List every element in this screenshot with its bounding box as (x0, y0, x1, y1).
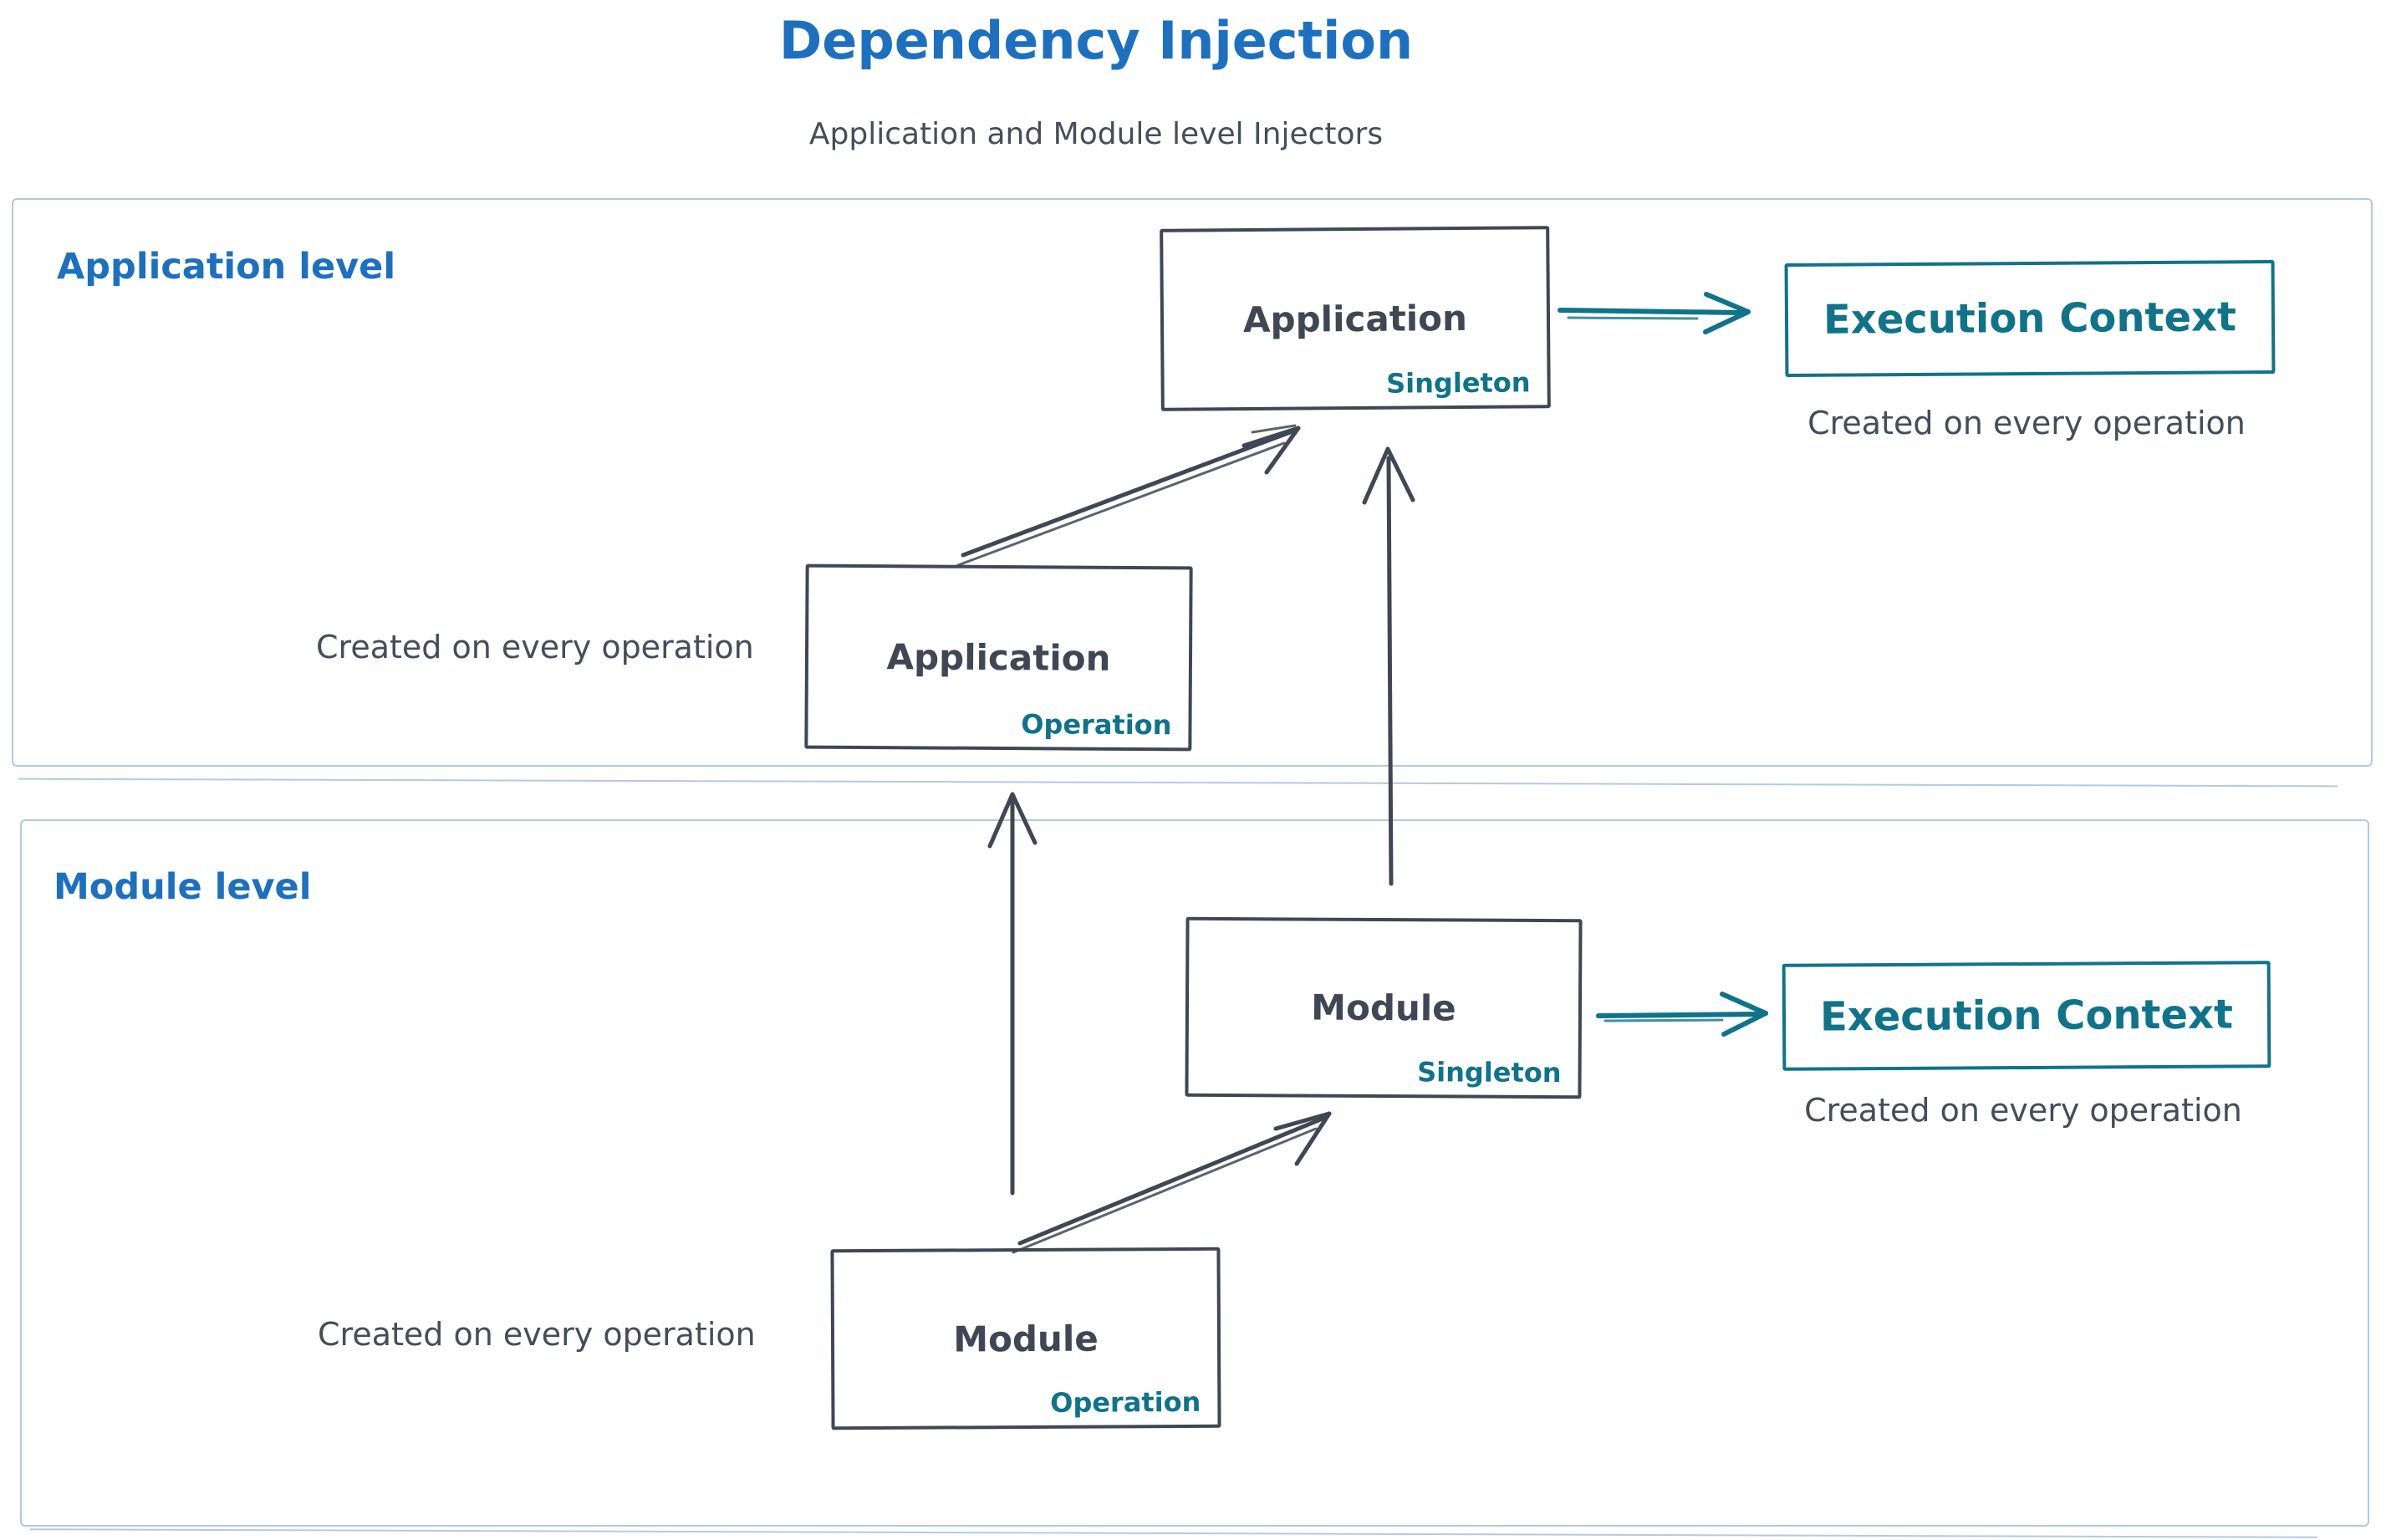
arrow-module-operation-to-module-singleton (1012, 1111, 1332, 1254)
arrow-head-stroke (1704, 292, 1751, 314)
arrow-module-singleton-to-execution-context (1596, 992, 1768, 1037)
arrow-shaft (1017, 1116, 1325, 1246)
arrow-application-operation-to-application-singleton (956, 424, 1301, 567)
arrow-module-singleton-to-application-singleton (1362, 446, 1415, 886)
arrow-head-stroke (1264, 426, 1301, 475)
section-label-module-level: Module level (54, 866, 312, 908)
arrow-head-stroke (987, 792, 1015, 849)
arrow-shaft (961, 429, 1295, 558)
arrow-head-stroke (1241, 426, 1301, 448)
page-subtitle: Application and Module level Injectors (808, 117, 1384, 151)
arrow-head-stroke (1720, 992, 1768, 1016)
arrow-head-stroke (1385, 446, 1415, 502)
arrow-head-stroke (1362, 446, 1390, 505)
arrow-shaft (1596, 1012, 1761, 1018)
arrow-head-stroke (1273, 1111, 1332, 1131)
application-operation-caption: Created on every operation (316, 629, 754, 665)
arrow-head-stroke (1294, 1111, 1332, 1166)
application-execution-context-caption: Created on every operation (1807, 405, 2246, 441)
arrow-shaft (1386, 456, 1394, 886)
arrow-shaft-sketch (1567, 316, 1699, 320)
arrow-head-stroke (1721, 1011, 1768, 1037)
section-module-level (20, 819, 2369, 1527)
page-title: Dependency Injection (778, 10, 1414, 71)
arrow-head-stroke (1703, 309, 1751, 334)
arrow-shaft (1558, 308, 1743, 315)
arrow-shaft-sketch (1012, 1127, 1318, 1254)
arrow-shaft-sketch (1603, 1018, 1724, 1022)
module-operation-caption: Created on every operation (318, 1316, 756, 1353)
arrow-shaft-sketch (956, 441, 1286, 567)
section-application-level (12, 198, 2373, 767)
arrow-application-singleton-to-execution-context (1558, 292, 1751, 334)
arrow-head-stroke (1010, 792, 1038, 845)
arrow-module-operation-to-application-operation (987, 792, 1038, 1196)
arrow-head-sketch (1251, 424, 1297, 434)
module-execution-context-caption: Created on every operation (1804, 1092, 2242, 1129)
section-label-application-level: Application level (57, 246, 396, 288)
